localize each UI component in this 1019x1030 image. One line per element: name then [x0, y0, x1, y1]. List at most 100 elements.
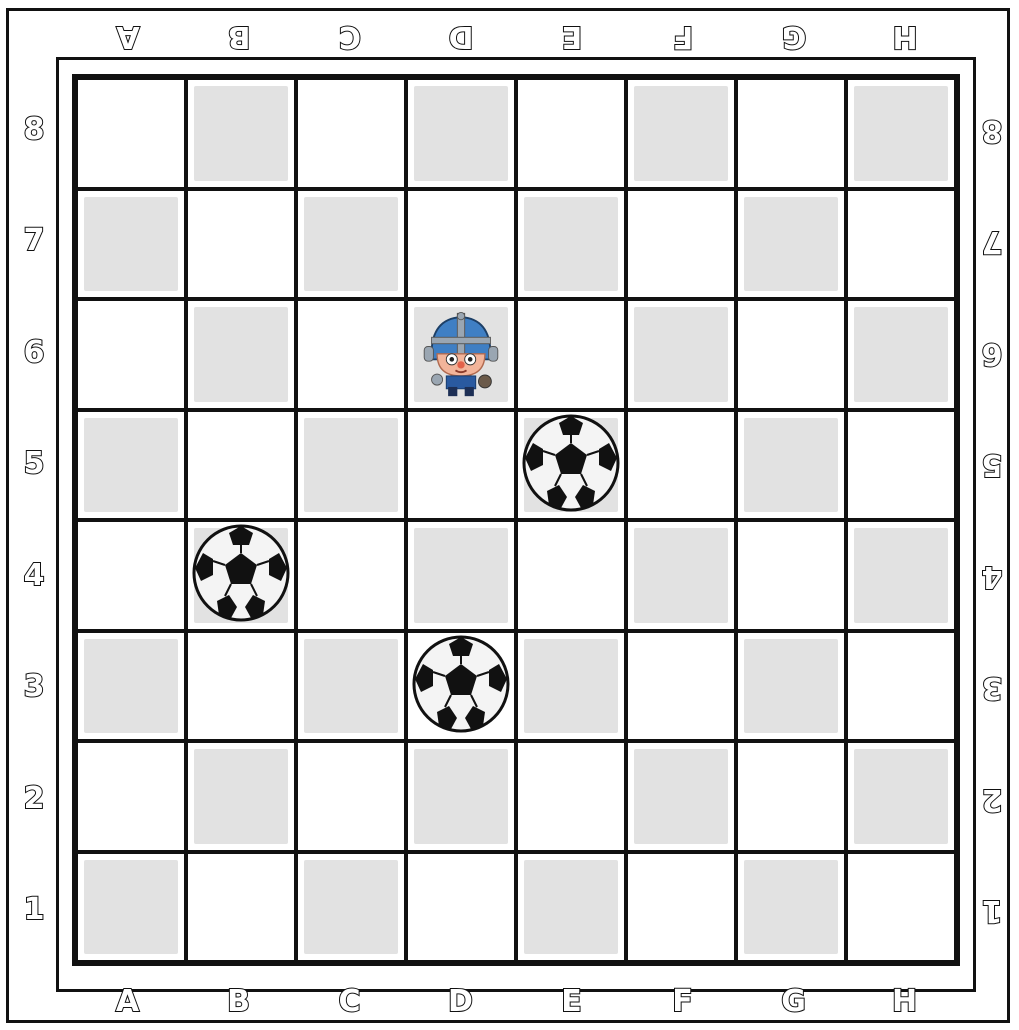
square-a4[interactable]	[78, 522, 184, 629]
square-d2[interactable]	[408, 743, 514, 850]
rank-label-left-8: 8	[14, 110, 54, 150]
square-c2[interactable]	[298, 743, 404, 850]
square-e8[interactable]	[518, 80, 624, 187]
rank-label-right-8: 8	[972, 110, 1012, 150]
square-c7[interactable]	[298, 191, 404, 298]
rank-label-right-2: 2	[972, 779, 1012, 819]
rank-label-left-2: 2	[14, 779, 54, 819]
file-label-bottom-a: A	[108, 982, 148, 1022]
square-g3[interactable]	[738, 633, 844, 740]
file-label-bottom-h: H	[885, 982, 925, 1022]
square-g5[interactable]	[738, 412, 844, 519]
file-label-top-a: A	[108, 16, 148, 56]
square-f6[interactable]	[628, 301, 734, 408]
square-h3[interactable]	[848, 633, 954, 740]
square-a1[interactable]	[78, 854, 184, 961]
square-f4[interactable]	[628, 522, 734, 629]
square-f7[interactable]	[628, 191, 734, 298]
file-label-top-g: G	[774, 16, 814, 56]
square-e3[interactable]	[518, 633, 624, 740]
square-g7[interactable]	[738, 191, 844, 298]
file-label-top-d: D	[441, 16, 481, 56]
square-h5[interactable]	[848, 412, 954, 519]
file-label-top-f: F	[663, 16, 703, 56]
rank-label-right-1: 1	[972, 890, 1012, 930]
square-e7[interactable]	[518, 191, 624, 298]
square-a5[interactable]	[78, 412, 184, 519]
square-h6[interactable]	[848, 301, 954, 408]
file-label-top-h: H	[885, 16, 925, 56]
square-f1[interactable]	[628, 854, 734, 961]
square-a6[interactable]	[78, 301, 184, 408]
rank-label-left-6: 6	[14, 333, 54, 373]
square-d7[interactable]	[408, 191, 514, 298]
file-label-bottom-f: F	[663, 982, 703, 1022]
file-label-bottom-d: D	[441, 982, 481, 1022]
square-g6[interactable]	[738, 301, 844, 408]
square-h4[interactable]	[848, 522, 954, 629]
rank-label-right-6: 6	[972, 333, 1012, 373]
square-e1[interactable]	[518, 854, 624, 961]
square-b4[interactable]	[188, 522, 294, 629]
square-c8[interactable]	[298, 80, 404, 187]
file-label-bottom-b: B	[219, 982, 259, 1022]
file-label-bottom-c: C	[330, 982, 370, 1022]
square-b1[interactable]	[188, 854, 294, 961]
square-f2[interactable]	[628, 743, 734, 850]
square-b2[interactable]	[188, 743, 294, 850]
square-d6[interactable]	[408, 301, 514, 408]
square-b7[interactable]	[188, 191, 294, 298]
square-c5[interactable]	[298, 412, 404, 519]
square-f8[interactable]	[628, 80, 734, 187]
file-label-top-b: B	[219, 16, 259, 56]
square-g8[interactable]	[738, 80, 844, 187]
square-a2[interactable]	[78, 743, 184, 850]
square-b8[interactable]	[188, 80, 294, 187]
square-e4[interactable]	[518, 522, 624, 629]
rank-label-left-1: 1	[14, 890, 54, 930]
square-d8[interactable]	[408, 80, 514, 187]
rank-label-right-3: 3	[972, 667, 1012, 707]
rank-label-left-7: 7	[14, 221, 54, 261]
square-a8[interactable]	[78, 80, 184, 187]
square-b6[interactable]	[188, 301, 294, 408]
square-f5[interactable]	[628, 412, 734, 519]
square-h1[interactable]	[848, 854, 954, 961]
square-h7[interactable]	[848, 191, 954, 298]
file-label-bottom-e: E	[552, 982, 592, 1022]
soccer-ball-icon[interactable]	[411, 634, 511, 738]
square-d3[interactable]	[408, 633, 514, 740]
square-d4[interactable]	[408, 522, 514, 629]
square-e5[interactable]	[518, 412, 624, 519]
square-d5[interactable]	[408, 412, 514, 519]
square-e6[interactable]	[518, 301, 624, 408]
square-a7[interactable]	[78, 191, 184, 298]
square-b3[interactable]	[188, 633, 294, 740]
square-b5[interactable]	[188, 412, 294, 519]
soccer-ball-icon[interactable]	[191, 523, 291, 627]
square-h8[interactable]	[848, 80, 954, 187]
square-c6[interactable]	[298, 301, 404, 408]
file-label-bottom-g: G	[774, 982, 814, 1022]
helmet-knight-icon[interactable]	[415, 306, 507, 402]
square-c4[interactable]	[298, 522, 404, 629]
square-a3[interactable]	[78, 633, 184, 740]
square-f3[interactable]	[628, 633, 734, 740]
rank-label-right-4: 4	[972, 556, 1012, 596]
soccer-ball-icon[interactable]	[521, 413, 621, 517]
square-c3[interactable]	[298, 633, 404, 740]
square-h2[interactable]	[848, 743, 954, 850]
rank-label-left-5: 5	[14, 444, 54, 484]
rank-label-right-5: 5	[972, 444, 1012, 484]
rank-label-right-7: 7	[972, 221, 1012, 261]
square-g1[interactable]	[738, 854, 844, 961]
square-c1[interactable]	[298, 854, 404, 961]
file-label-top-c: C	[330, 16, 370, 56]
square-d1[interactable]	[408, 854, 514, 961]
rank-label-left-4: 4	[14, 556, 54, 596]
square-g2[interactable]	[738, 743, 844, 850]
file-label-top-e: E	[552, 16, 592, 56]
square-e2[interactable]	[518, 743, 624, 850]
square-g4[interactable]	[738, 522, 844, 629]
rank-label-left-3: 3	[14, 667, 54, 707]
